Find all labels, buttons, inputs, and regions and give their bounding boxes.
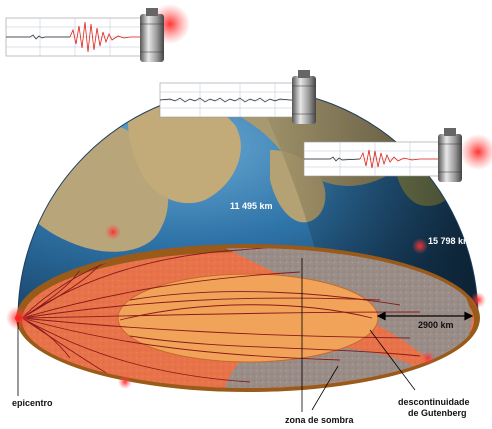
- seismograph-middle: [159, 70, 316, 124]
- seismogram-trace: [6, 34, 70, 40]
- core-depth-label: 2900 km: [418, 320, 454, 330]
- station-glow-11495: [105, 224, 121, 240]
- shadow-zone-leader-2: [311, 365, 339, 411]
- distance-label-15798: 15 798 km: [428, 236, 471, 246]
- seismogram-trace: [304, 156, 361, 162]
- shadow-zone-label: zona de sombra: [285, 415, 355, 425]
- seismograph-glow-right: [460, 134, 492, 170]
- gutenberg-label-line2: de Gutenberg: [408, 408, 467, 418]
- landmass-arabia: [128, 97, 241, 204]
- core-depth-arrow: [376, 311, 474, 321]
- seismogram-burst: [69, 21, 144, 53]
- seismograph-top: [5, 8, 164, 62]
- earth-cross-section: [16, 244, 480, 392]
- outer-core: [117, 273, 379, 363]
- station-glow-15798: [412, 238, 428, 254]
- gutenberg-leader: [369, 329, 416, 391]
- station-glow-bottom-right: [421, 351, 435, 365]
- gutenberg-label-line1: descontinuidade: [398, 397, 470, 407]
- seismogram-burst: [359, 149, 446, 169]
- epicenter-label: epicentro: [12, 398, 53, 408]
- seismograph-right: [303, 128, 462, 182]
- seismic-ray-paths: [21, 248, 421, 385]
- leader-lines: [17, 258, 416, 412]
- seismogram-trace: [159, 97, 302, 103]
- station-glow-bottom-left: [118, 375, 132, 389]
- station-glow-right: [470, 292, 486, 308]
- seismic-glow-points: [6, 4, 492, 389]
- distance-label-11495: 11 495 km: [230, 201, 273, 211]
